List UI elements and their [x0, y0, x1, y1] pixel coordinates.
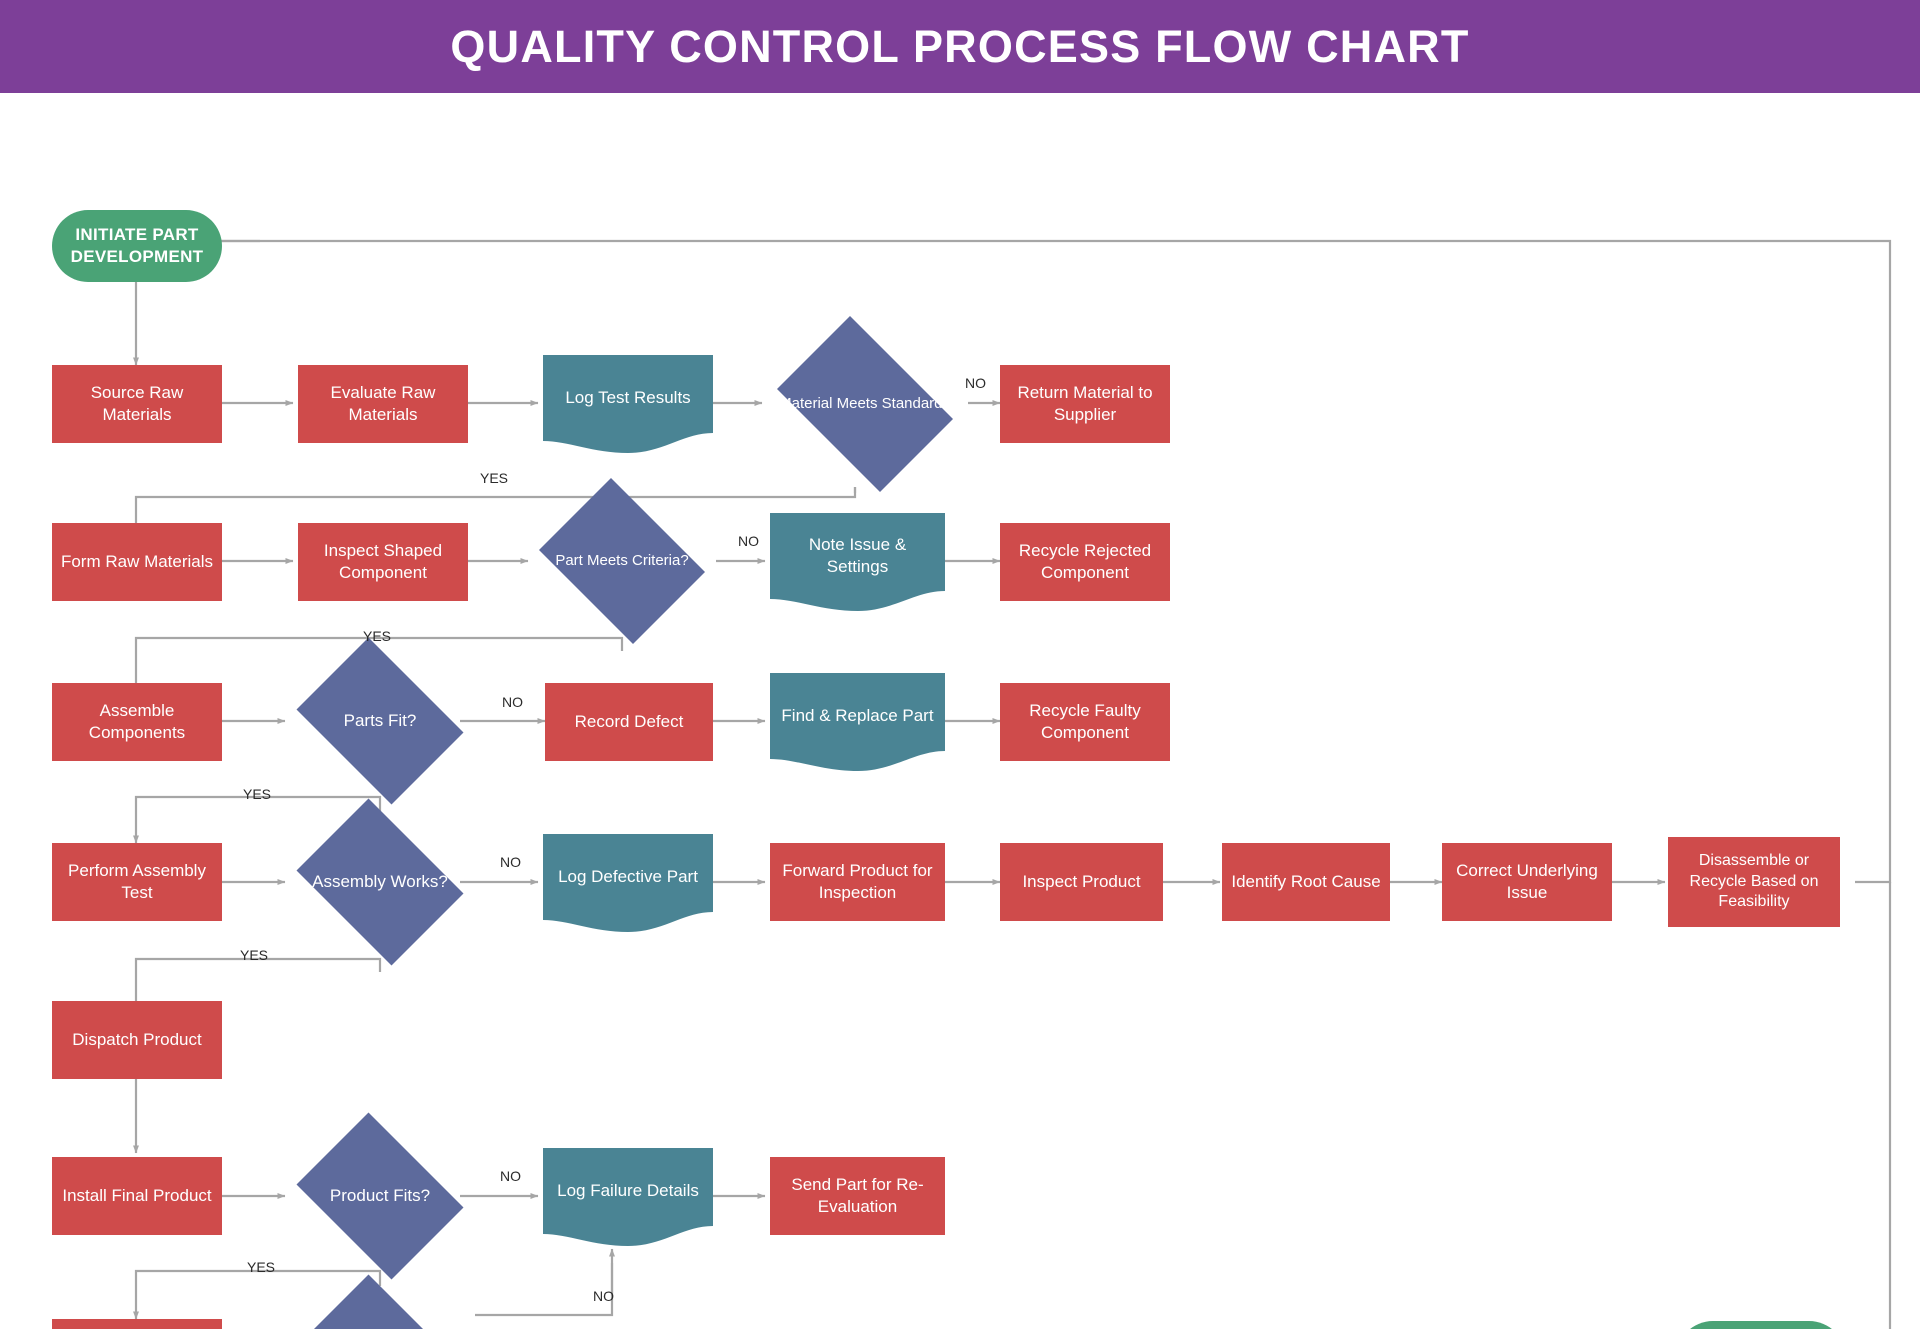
node-label: Product Fits?: [329, 1186, 431, 1206]
node-label: Forward Product for Inspection: [782, 861, 933, 902]
node-correct-underlying-issue[interactable]: Correct Underlying Issue: [1442, 843, 1612, 921]
node-label: Find & Replace Part: [781, 706, 934, 726]
node-label: Material Meets Standard?: [779, 395, 951, 413]
node-label: Recycle Rejected Component: [1018, 541, 1152, 582]
node-find-and-replace-part[interactable]: Find & Replace Part: [770, 673, 945, 771]
connector-layer: [132, 237, 1892, 1329]
node-label: Assembly Works?: [312, 872, 448, 892]
node-inspect-shaped-component[interactable]: Inspect Shaped Component: [298, 523, 468, 601]
page-header: QUALITY CONTROL PROCESS FLOW CHART: [0, 0, 1920, 93]
edge-label-assembly-no: NO: [500, 854, 521, 870]
edge-end-to-return: [1888, 882, 1892, 1329]
node-dispatch-product[interactable]: Dispatch Product: [52, 1001, 222, 1079]
flowchart-canvas: NO YES NO YES NO YES NO YES NO YES NO YE…: [0, 93, 1920, 1329]
node-recycle-rejected-component[interactable]: Recycle Rejected Component: [1000, 523, 1170, 601]
node-log-failure-details[interactable]: Log Failure Details: [543, 1148, 713, 1246]
node-label: Record Defect: [574, 712, 684, 732]
node-assemble-components[interactable]: Assemble Components: [52, 683, 222, 761]
node-label: Log Failure Details: [557, 1181, 699, 1201]
node-part-meets-criteria[interactable]: Part Meets Criteria?: [528, 478, 716, 644]
node-label: Log Test Results: [565, 388, 691, 408]
node-end-of-part-lifecycle[interactable]: END OF PART LIFECYCLE: [1676, 1321, 1846, 1329]
node-form-raw-materials[interactable]: Form Raw Materials: [52, 523, 222, 601]
node-label: Recycle Faulty Component: [1029, 701, 1141, 742]
node-log-test-results[interactable]: Log Test Results: [543, 355, 713, 453]
node-label: Install Final Product: [62, 1186, 212, 1206]
edge-label-part-no: NO: [738, 533, 759, 549]
edge-disassemble-return: [210, 239, 1892, 884]
node-label: Form Raw Materials: [60, 552, 214, 572]
node-label: Perform Assembly Test: [68, 861, 206, 902]
node-source-raw-materials[interactable]: Source Raw Materials: [52, 365, 222, 443]
node-inspect-product[interactable]: Inspect Product: [1000, 843, 1163, 921]
edge-assembly-yes: [132, 957, 382, 1010]
document-shape-icon: [543, 834, 713, 932]
node-label: Source Raw Materials: [90, 383, 184, 424]
edge-label-material-no: NO: [965, 375, 986, 391]
node-parts-fit[interactable]: Parts Fit?: [285, 637, 475, 805]
node-label: Note Issue & Settings: [808, 535, 907, 576]
node-label: Parts Fit?: [343, 711, 417, 731]
edge-product-yes: [132, 1269, 382, 1320]
edge-final-no-up: [475, 1263, 614, 1317]
node-identify-root-cause[interactable]: Identify Root Cause: [1222, 843, 1390, 921]
node-label: INITIATE PART DEVELOPMENT: [70, 225, 204, 266]
node-label: Assemble Components: [88, 701, 186, 742]
node-label: Dispatch Product: [72, 1030, 202, 1050]
node-final-test-pass[interactable]: Final Test Pass?: [285, 1274, 475, 1329]
node-disassemble-or-recycle[interactable]: Disassemble or Recycle Based on Feasibil…: [1668, 837, 1840, 927]
edge-label-part-yes: YES: [363, 628, 392, 644]
node-label: Part Meets Criteria?: [555, 552, 689, 570]
node-record-defect[interactable]: Record Defect: [545, 683, 713, 761]
document-shape-icon: [543, 355, 713, 453]
node-label: Identify Root Cause: [1231, 872, 1381, 892]
page-title: QUALITY CONTROL PROCESS FLOW CHART: [450, 20, 1470, 72]
node-label: Inspect Shaped Component: [323, 541, 443, 582]
edge-label-parts-yes: YES: [243, 786, 272, 802]
node-install-final-product[interactable]: Install Final Product: [52, 1157, 222, 1235]
node-product-fits[interactable]: Product Fits?: [285, 1112, 475, 1280]
document-shape-icon: [543, 1148, 713, 1246]
node-return-material-to-supplier[interactable]: Return Material to Supplier: [1000, 365, 1170, 443]
edge-label-product-no: NO: [500, 1168, 521, 1184]
node-evaluate-raw-materials[interactable]: Evaluate Raw Materials: [298, 365, 468, 443]
node-assembly-works[interactable]: Assembly Works?: [285, 798, 475, 966]
edge-label-parts-no: NO: [502, 694, 523, 710]
node-recycle-faulty-component[interactable]: Recycle Faulty Component: [1000, 683, 1170, 761]
node-perform-assembly-test[interactable]: Perform Assembly Test: [52, 843, 222, 921]
node-material-meets-standard[interactable]: Material Meets Standard?: [762, 316, 968, 492]
edge-label-final-no: NO: [593, 1288, 614, 1304]
document-shape-icon: [770, 513, 945, 611]
node-send-part-for-re-evaluation[interactable]: Send Part for Re-Evaluation: [770, 1157, 945, 1235]
node-label: Log Defective Part: [558, 867, 698, 887]
node-log-defective-part[interactable]: Log Defective Part: [543, 834, 713, 932]
edge-label-product-yes: YES: [247, 1259, 276, 1275]
node-label: Disassemble or Recycle Based on Feasibil…: [1689, 852, 1819, 911]
node-note-issue-and-settings[interactable]: Note Issue & Settings: [770, 513, 945, 611]
document-shape-icon: [770, 673, 945, 771]
edge-label-material-yes: YES: [480, 470, 509, 486]
edge-part-yes: [132, 636, 624, 719]
node-label: Inspect Product: [1022, 872, 1141, 892]
node-conduct-final-product-test[interactable]: Conduct Final Product Test: [52, 1319, 222, 1329]
node-forward-product-for-inspection[interactable]: Forward Product for Inspection: [770, 843, 945, 921]
node-initiate-part-development[interactable]: INITIATE PART DEVELOPMENT: [52, 210, 222, 282]
node-label: Return Material to Supplier: [1017, 383, 1153, 424]
node-label: Correct Underlying Issue: [1456, 861, 1598, 902]
node-label: Send Part for Re-Evaluation: [791, 1175, 924, 1216]
node-label: Evaluate Raw Materials: [330, 383, 436, 424]
edge-label-assembly-yes: YES: [240, 947, 269, 963]
edge-parts-yes: [132, 795, 382, 844]
